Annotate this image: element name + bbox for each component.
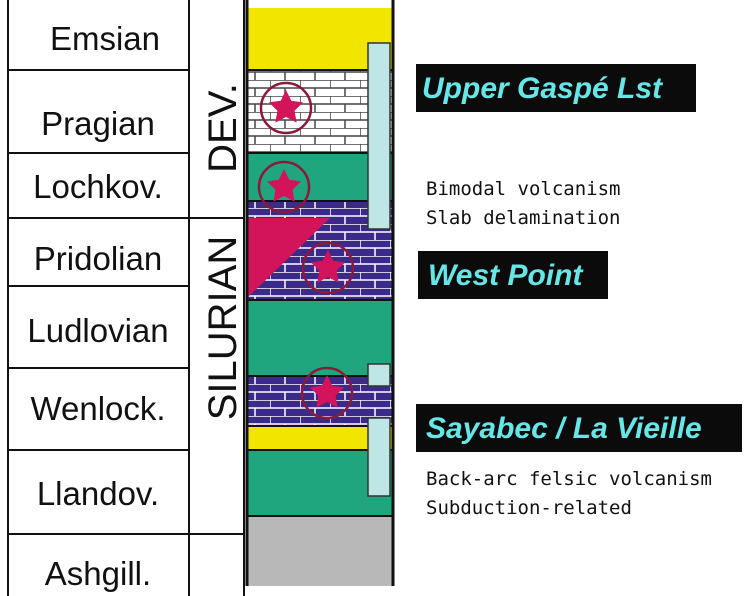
- note-subduction: Subduction-related: [426, 497, 632, 519]
- stage-label-pragian: Pragian: [41, 105, 155, 142]
- star-icon: [257, 160, 311, 214]
- formation-text-upper-gaspe: Upper Gaspé Lst: [422, 72, 664, 105]
- period-column: [189, 0, 245, 596]
- period-label-silurian: SILURIAN: [201, 236, 245, 421]
- stage-label-lochkov: Lochkov.: [33, 168, 163, 205]
- stage-column: [7, 0, 190, 596]
- stage-label-ludlovian: Ludlovian: [27, 312, 168, 349]
- formation-label-sayabec: Sayabec / La Vieille: [416, 404, 742, 452]
- stage-label-llandov: Llandov.: [37, 475, 159, 512]
- magenta-wedge: [247, 218, 330, 298]
- star-icon: [300, 366, 354, 420]
- note-backarc: Back-arc felsic volcanism: [426, 468, 712, 490]
- formation-label-west-point: West Point: [418, 251, 608, 299]
- formation-label-upper-gaspe: Upper Gaspé Lst: [416, 64, 696, 112]
- stage-label-ashgill: Ashgill.: [45, 555, 151, 592]
- formation-text-west-point: West Point: [428, 259, 584, 292]
- star-icon: [301, 241, 355, 295]
- stage-label-wenlock: Wenlock.: [30, 390, 165, 427]
- stage-label-emsian: Emsian: [50, 20, 160, 57]
- note-bimodal: Bimodal volcanism: [426, 178, 620, 200]
- note-slab: Slab delamination: [426, 207, 620, 229]
- stage-label-pridolian: Pridolian: [34, 240, 162, 277]
- star-icon: [259, 81, 313, 135]
- formation-text-sayabec: Sayabec / La Vieille: [426, 412, 702, 445]
- layer-grey-ashgill: [247, 516, 393, 586]
- volcanism-bar-upper: [367, 42, 391, 230]
- volcanism-bar-middle: [367, 363, 391, 387]
- period-label-devonian: DEV.: [201, 83, 245, 173]
- volcanism-bar-lower: [367, 417, 391, 497]
